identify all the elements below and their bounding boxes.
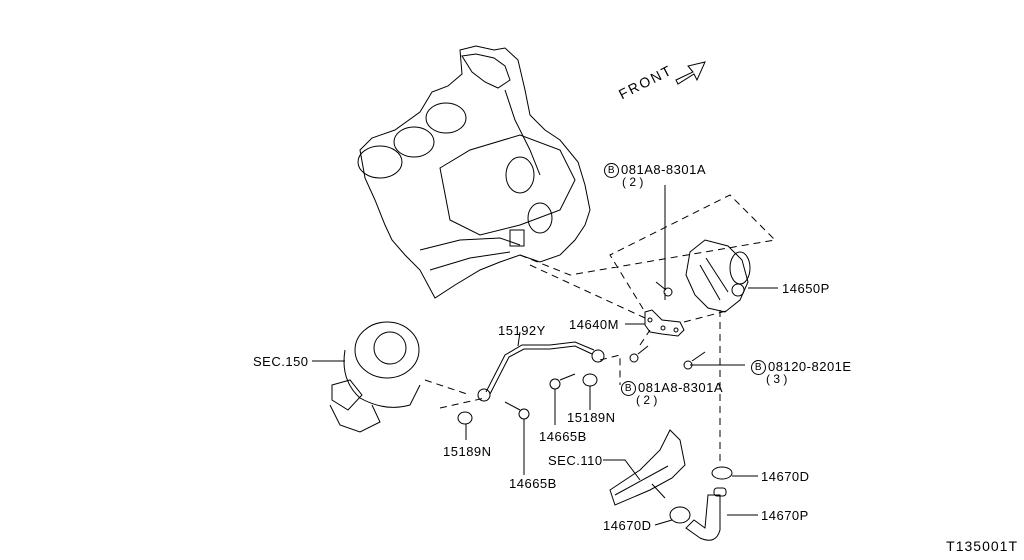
part-number: 08120-8201E [768, 359, 852, 374]
bracket-drawing [645, 310, 684, 336]
callout-bolt-eye-mid[interactable]: 14665B [539, 429, 587, 444]
callout-clamp-mid[interactable]: 15189N [567, 410, 616, 425]
diagram-code: T135001T [946, 538, 1018, 554]
engine-block-drawing [358, 46, 590, 298]
bolt-symbol-icon: B [621, 381, 636, 396]
quantity: ( 3 ) [766, 372, 788, 386]
dashed-guide-lines [425, 185, 775, 465]
leader-lines [312, 185, 778, 525]
body-section-drawing [610, 430, 685, 505]
quantity: ( 2 ) [636, 393, 658, 407]
callout-bolt-eye-low[interactable]: 14665B [509, 476, 557, 491]
part-number: 081A8-8301A [638, 380, 724, 395]
callout-hose-clamp-lower[interactable]: 14670D [603, 518, 652, 533]
callout-section-turbo[interactable]: SEC.150 [253, 354, 309, 369]
callout-clamp-left[interactable]: 15189N [443, 444, 492, 459]
callout-section-body[interactable]: SEC.110 [548, 453, 603, 468]
callout-hose-clamp-upper[interactable]: 14670D [761, 469, 810, 484]
front-arrow-icon [676, 62, 705, 84]
bolt-symbol-icon: B [604, 163, 619, 178]
quantity: ( 2 ) [622, 175, 644, 189]
turbocharger-drawing [330, 322, 420, 432]
callout-oil-tube[interactable]: 15192Y [498, 323, 546, 338]
callout-vacuum-pump[interactable]: 14650P [782, 281, 830, 296]
oil-tube-drawing [478, 342, 604, 401]
vacuum-pump-drawing [686, 240, 750, 312]
fastener-drawings [458, 282, 732, 540]
callout-bracket[interactable]: 14640M [569, 317, 619, 332]
part-number: 081A8-8301A [621, 162, 707, 177]
callout-hose[interactable]: 14670P [761, 508, 809, 523]
bolt-symbol-icon: B [751, 360, 766, 375]
